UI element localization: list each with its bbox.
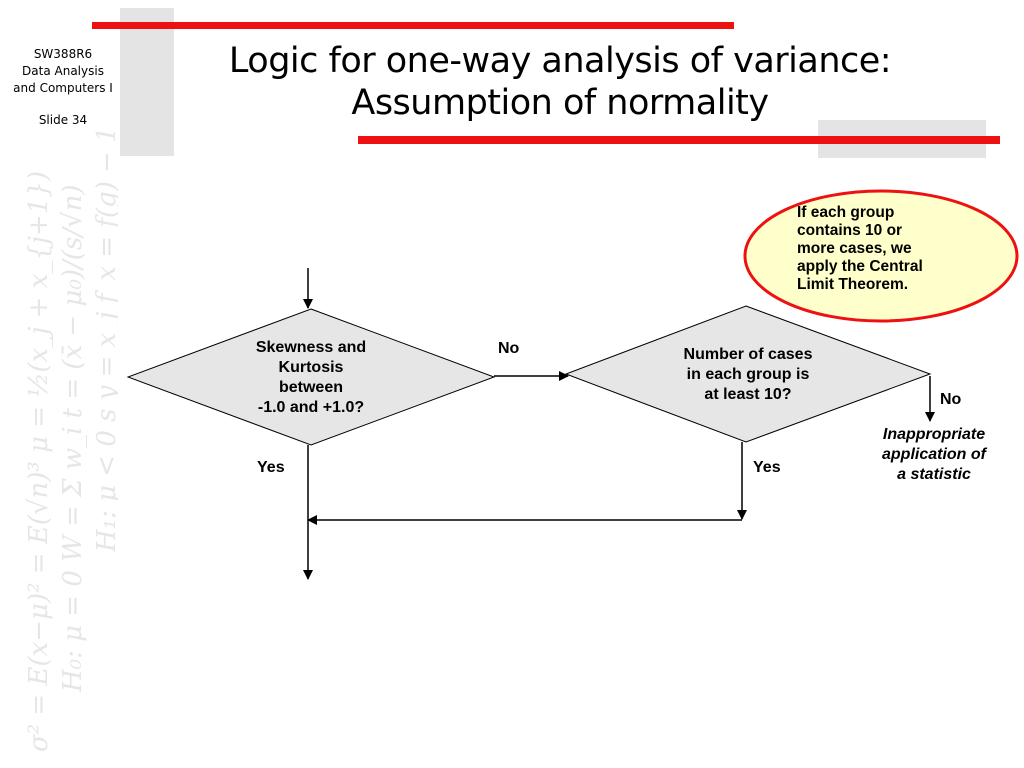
bottom-red-rule [358, 136, 1000, 144]
clt-note-ellipse [743, 189, 1019, 323]
course-code: SW388R6 [33, 47, 93, 61]
decision2-diamond [564, 305, 932, 443]
note-line4: apply the Central [797, 258, 923, 275]
decision2-text: Number of cases in each group is at leas… [650, 345, 846, 405]
title-line2: Assumption of normality [351, 83, 769, 123]
decision1-line1: Skewness and [255, 339, 367, 356]
top-red-rule [92, 22, 734, 29]
outcome-line2: application of [882, 446, 986, 463]
decision1-no-label: No [498, 340, 520, 357]
outcome-line3: a statistic [897, 466, 971, 483]
decision1-line4: -1.0 and +1.0? [257, 399, 365, 416]
decision2-yes-label: Yes [753, 459, 781, 476]
clt-note-text: If each group contains 10 or more cases,… [797, 204, 977, 294]
decision1-line3: between [278, 379, 343, 396]
decision2-line1: Number of cases [683, 346, 813, 363]
course-name-line2: and Computers I [13, 81, 113, 95]
decision1-yes-label: Yes [257, 459, 285, 476]
decision1-diamond [126, 308, 496, 446]
slide-number: Slide 34 [38, 113, 88, 127]
note-line3: more cases, we [797, 240, 912, 257]
note-line2: contains 10 or [797, 222, 903, 239]
top-left-gray-bar [120, 8, 174, 156]
decision2-line2: in each group is [686, 366, 810, 383]
decision1-text: Skewness and Kurtosis between -1.0 and +… [222, 338, 400, 418]
decision2-line3: at least 10? [704, 386, 792, 403]
course-name-line1: Data Analysis [22, 64, 104, 78]
course-info: SW388R6 Data Analysis and Computers I Sl… [0, 46, 126, 129]
note-line1: If each group [797, 204, 895, 221]
decision2-no-label: No [940, 391, 962, 408]
title-line1: Logic for one-way analysis of variance: [228, 41, 892, 81]
inappropriate-outcome: Inappropriate application of a statistic [858, 425, 1010, 485]
slide-title: Logic for one-way analysis of variance: … [180, 40, 940, 124]
outcome-line1: Inappropriate [882, 426, 986, 443]
decision1-line2: Kurtosis [278, 359, 344, 376]
note-line5: Limit Theorem. [797, 276, 909, 293]
